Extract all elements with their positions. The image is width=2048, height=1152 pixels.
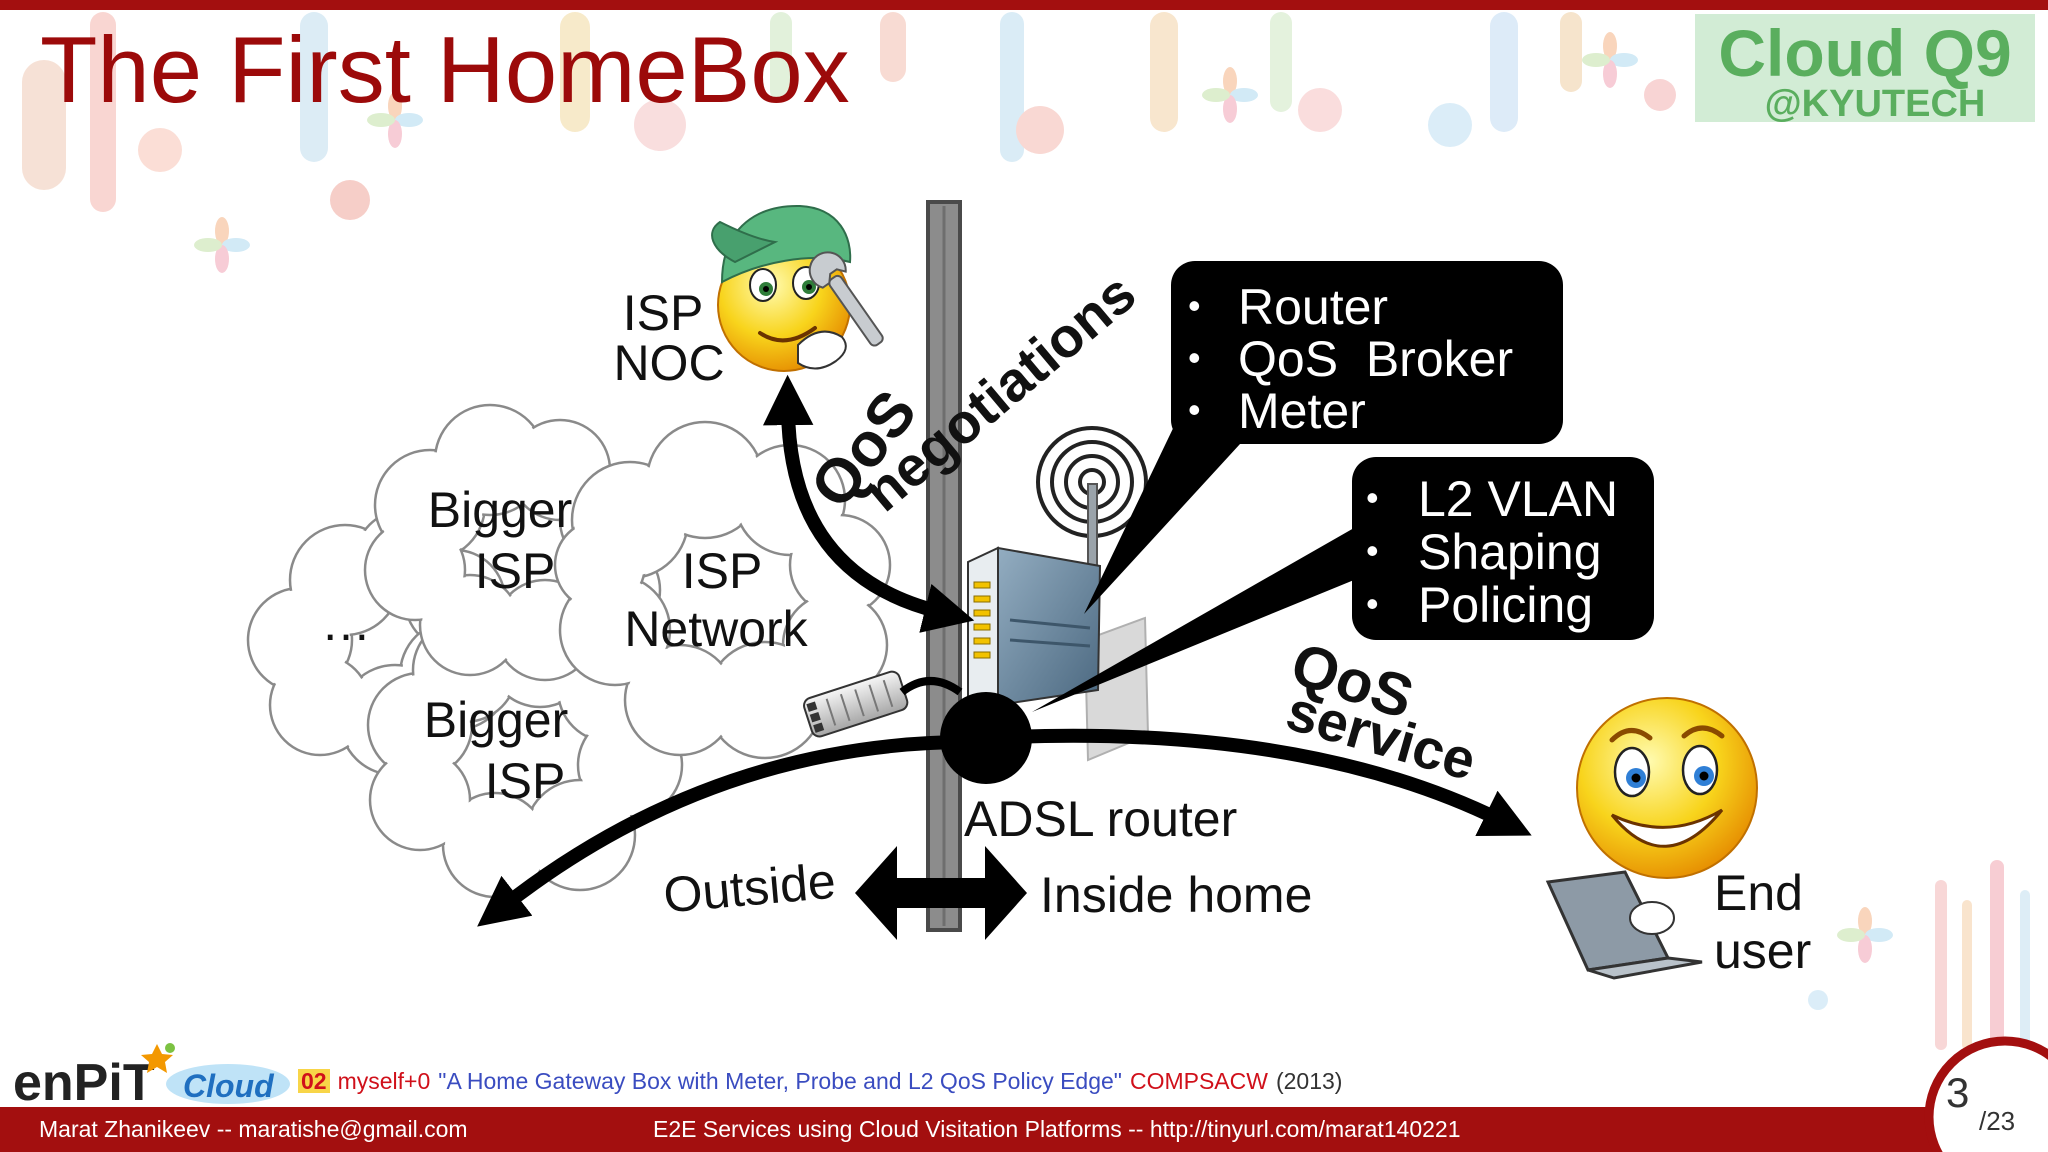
bigger-isp-lower-label-1: Bigger bbox=[424, 692, 569, 748]
qos-negotiation-arrow bbox=[762, 374, 975, 633]
callout-bullet: • bbox=[1366, 530, 1379, 571]
cloud-puff bbox=[709, 644, 821, 756]
cloud-puff bbox=[627, 647, 733, 753]
bigger-isp-lower-label-2: ISP bbox=[485, 753, 566, 809]
reference-year: (2013) bbox=[1275, 1068, 1343, 1094]
top-bar bbox=[0, 0, 2048, 10]
router-role-meter: Meter bbox=[1238, 383, 1366, 439]
edge-function-shaping: Shaping bbox=[1418, 524, 1602, 580]
logo-org: @KYUTECH bbox=[1765, 83, 1986, 125]
edge-function-l2-vlan: L2 VLAN bbox=[1418, 471, 1618, 527]
logo-background bbox=[1695, 14, 2035, 122]
cloud-puff bbox=[649, 424, 761, 536]
laptop-icon bbox=[1545, 870, 1703, 980]
page-indicator: 3 /23 bbox=[1924, 1036, 2048, 1152]
router-role-qos-broker: QoS Broker bbox=[1238, 331, 1513, 387]
end-user-label-1: End bbox=[1714, 865, 1803, 921]
boundary-double-arrow bbox=[855, 846, 1027, 940]
bottom-bar: Marat Zhanikeev -- maratishe@gmail.com E… bbox=[0, 1107, 2048, 1152]
inside-home-label: Inside home bbox=[1040, 867, 1312, 923]
router-junction-dot bbox=[940, 692, 1032, 784]
qos-service-arrow bbox=[987, 728, 1532, 836]
isp-noc-label-1: ISP bbox=[623, 285, 704, 341]
cloud-puff bbox=[272, 657, 368, 753]
background-decoration bbox=[22, 12, 2030, 1050]
cloud-puff bbox=[527, 782, 633, 888]
bigger-isp-upper-label-2: ISP bbox=[475, 543, 556, 599]
outbound-traffic-arrow bbox=[477, 734, 985, 927]
cloud-puff bbox=[372, 752, 468, 848]
isp-network-label-2: Network bbox=[624, 601, 808, 657]
brand-cloud: Cloud bbox=[183, 1068, 275, 1104]
callout-bullet: • bbox=[1366, 583, 1379, 624]
isp-noc-label-2: NOC bbox=[613, 335, 724, 391]
page-current: 3 bbox=[1946, 1069, 1969, 1116]
modem-cable bbox=[899, 677, 963, 696]
isp-noc-operator-icon bbox=[711, 204, 884, 372]
reference-citation: 02 myself+0 "A Home Gateway Box with Meter… bbox=[298, 1066, 1342, 1096]
callout-bullet: • bbox=[1366, 477, 1379, 518]
brand-enpit: enPiT bbox=[13, 1054, 155, 1112]
edge-functions-callout: • L2 VLAN • Shaping • Policing bbox=[1032, 457, 1654, 712]
presenter-contact: Marat Zhanikeev -- maratishe@gmail.com bbox=[39, 1116, 468, 1142]
reference-number-badge: 02 bbox=[298, 1069, 330, 1093]
brand-star-icon bbox=[141, 1044, 173, 1073]
enpit-cloud-logo: enPiT Cloud bbox=[13, 1043, 290, 1112]
bigger-isp-upper-label-1: Bigger bbox=[428, 482, 573, 538]
callout-bullet: • bbox=[1188, 285, 1201, 326]
callout-bullet: • bbox=[1188, 337, 1201, 378]
wrench-icon bbox=[808, 251, 884, 347]
page-title: The First HomeBox bbox=[40, 17, 850, 122]
home-boundary-pole bbox=[926, 200, 962, 932]
edge-function-policing: Policing bbox=[1418, 577, 1593, 633]
callout-bullet: • bbox=[1188, 389, 1201, 430]
cloud-puff bbox=[445, 795, 545, 895]
cloud-puff bbox=[557, 522, 643, 608]
more-networks-ellipsis: … bbox=[321, 595, 371, 651]
isp-network-label-1: ISP bbox=[682, 543, 763, 599]
talk-title-link: E2E Services using Cloud Visitation Plat… bbox=[653, 1116, 1461, 1142]
end-user-label-2: user bbox=[1714, 923, 1811, 979]
outside-label: Outside bbox=[661, 853, 838, 924]
adsl-router-icon bbox=[967, 426, 1150, 762]
cloud-puff bbox=[367, 522, 463, 618]
reference-title: "A Home Gateway Box with Meter, Probe an… bbox=[438, 1068, 1122, 1094]
logo-name: Cloud Q9 bbox=[1718, 16, 2011, 90]
page-total: /23 bbox=[1979, 1106, 2015, 1136]
isp-clouds bbox=[246, 403, 892, 899]
reference-author: myself+0 bbox=[337, 1068, 431, 1094]
adsl-router-label: ADSL router bbox=[964, 791, 1237, 847]
reference-venue: COMPSACW bbox=[1129, 1068, 1268, 1094]
router-roles-callout: • Router • QoS Broker • Meter bbox=[1084, 261, 1563, 614]
cloud-q9-logo: Cloud Q9 @KYUTECH bbox=[1695, 14, 2035, 125]
end-user-icon bbox=[1545, 697, 1758, 980]
router-role-router: Router bbox=[1238, 279, 1388, 335]
